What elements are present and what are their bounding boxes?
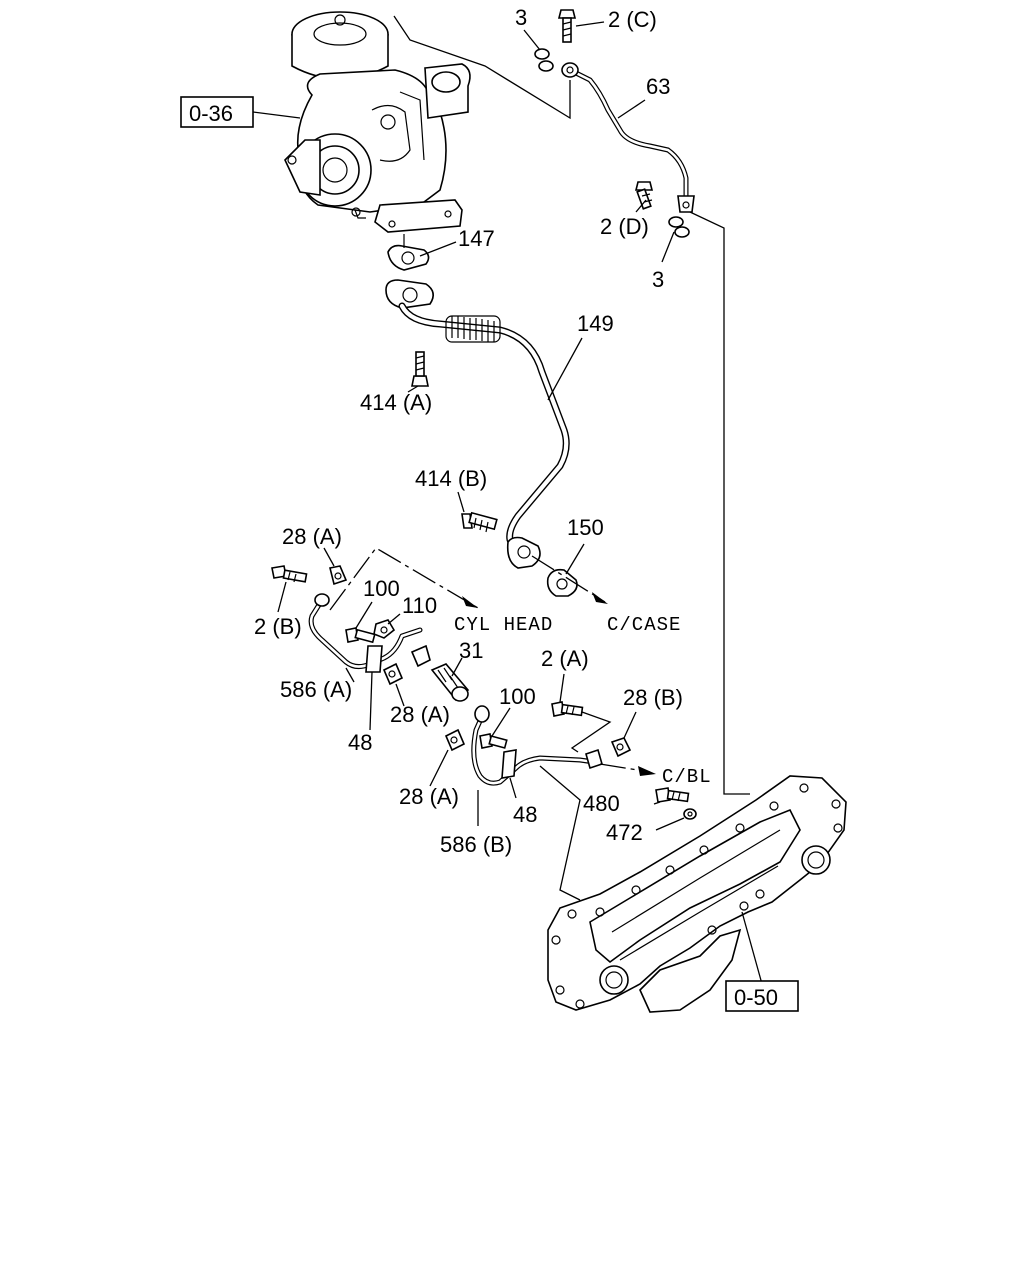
callout-31: 31 xyxy=(459,638,483,663)
callout-labels: 3 2 (C) 63 2 (D) 3 147 149 414 (A) 414 (… xyxy=(254,5,683,857)
callout-2a: 2 (A) xyxy=(541,646,589,671)
callout-100-right: 100 xyxy=(499,684,536,709)
reference-box-upper: 0-36 xyxy=(180,96,301,128)
callout-586b: 586 (B) xyxy=(440,832,512,857)
reference-label-upper: 0-36 xyxy=(189,101,233,126)
callout-414a: 414 (A) xyxy=(360,390,432,415)
callout-28a-low: 28 (A) xyxy=(399,784,459,809)
oil-tube-586a xyxy=(271,547,431,731)
intake-manifold xyxy=(547,775,847,1013)
top-right-fittings xyxy=(523,9,750,795)
callout-110: 110 xyxy=(402,593,437,618)
callout-414b: 414 (B) xyxy=(415,466,487,491)
oil-tube-586b xyxy=(429,705,603,901)
callout-2b: 2 (B) xyxy=(254,614,302,639)
callout-100-left: 100 xyxy=(363,576,400,601)
callout-2d: 2 (D) xyxy=(600,214,649,239)
callout-28a-mid: 28 (A) xyxy=(390,702,450,727)
bolt-414a xyxy=(407,351,429,393)
callout-28a-top: 28 (A) xyxy=(282,524,342,549)
connector-31 xyxy=(430,657,470,702)
callout-63: 63 xyxy=(646,74,670,99)
destination-c-bl: C/BL xyxy=(599,763,712,788)
bolt-2a-and-clip-28b xyxy=(551,673,637,758)
reference-label-lower: 0-50 xyxy=(734,985,778,1010)
label-c-case: C/CASE xyxy=(607,614,681,636)
callout-150: 150 xyxy=(567,515,604,540)
callout-2c: 2 (C) xyxy=(608,7,657,32)
destination-leaders: CYL HEAD C/CASE xyxy=(329,547,681,636)
callout-3-mid: 3 xyxy=(652,267,664,292)
label-cyl-head: CYL HEAD xyxy=(454,614,553,636)
callout-149: 149 xyxy=(577,311,614,336)
callout-3-top: 3 xyxy=(515,5,527,30)
turbocharger xyxy=(284,11,471,233)
bolt-414b xyxy=(457,491,498,533)
callout-586a: 586 (A) xyxy=(280,677,352,702)
gasket-150 xyxy=(546,543,585,597)
callout-48-left: 48 xyxy=(348,730,372,755)
label-c-bl: C/BL xyxy=(662,766,712,788)
callout-147: 147 xyxy=(458,226,495,251)
bolt-480-washer-472 xyxy=(653,787,697,831)
reference-box-lower: 0-50 xyxy=(725,980,799,1012)
callout-480: 480 xyxy=(583,791,620,816)
callout-48-right: 48 xyxy=(513,802,537,827)
gasket-147 xyxy=(387,234,457,271)
callout-472: 472 xyxy=(606,820,643,845)
egr-pipe-149 xyxy=(385,279,583,569)
callout-28b: 28 (B) xyxy=(623,685,683,710)
